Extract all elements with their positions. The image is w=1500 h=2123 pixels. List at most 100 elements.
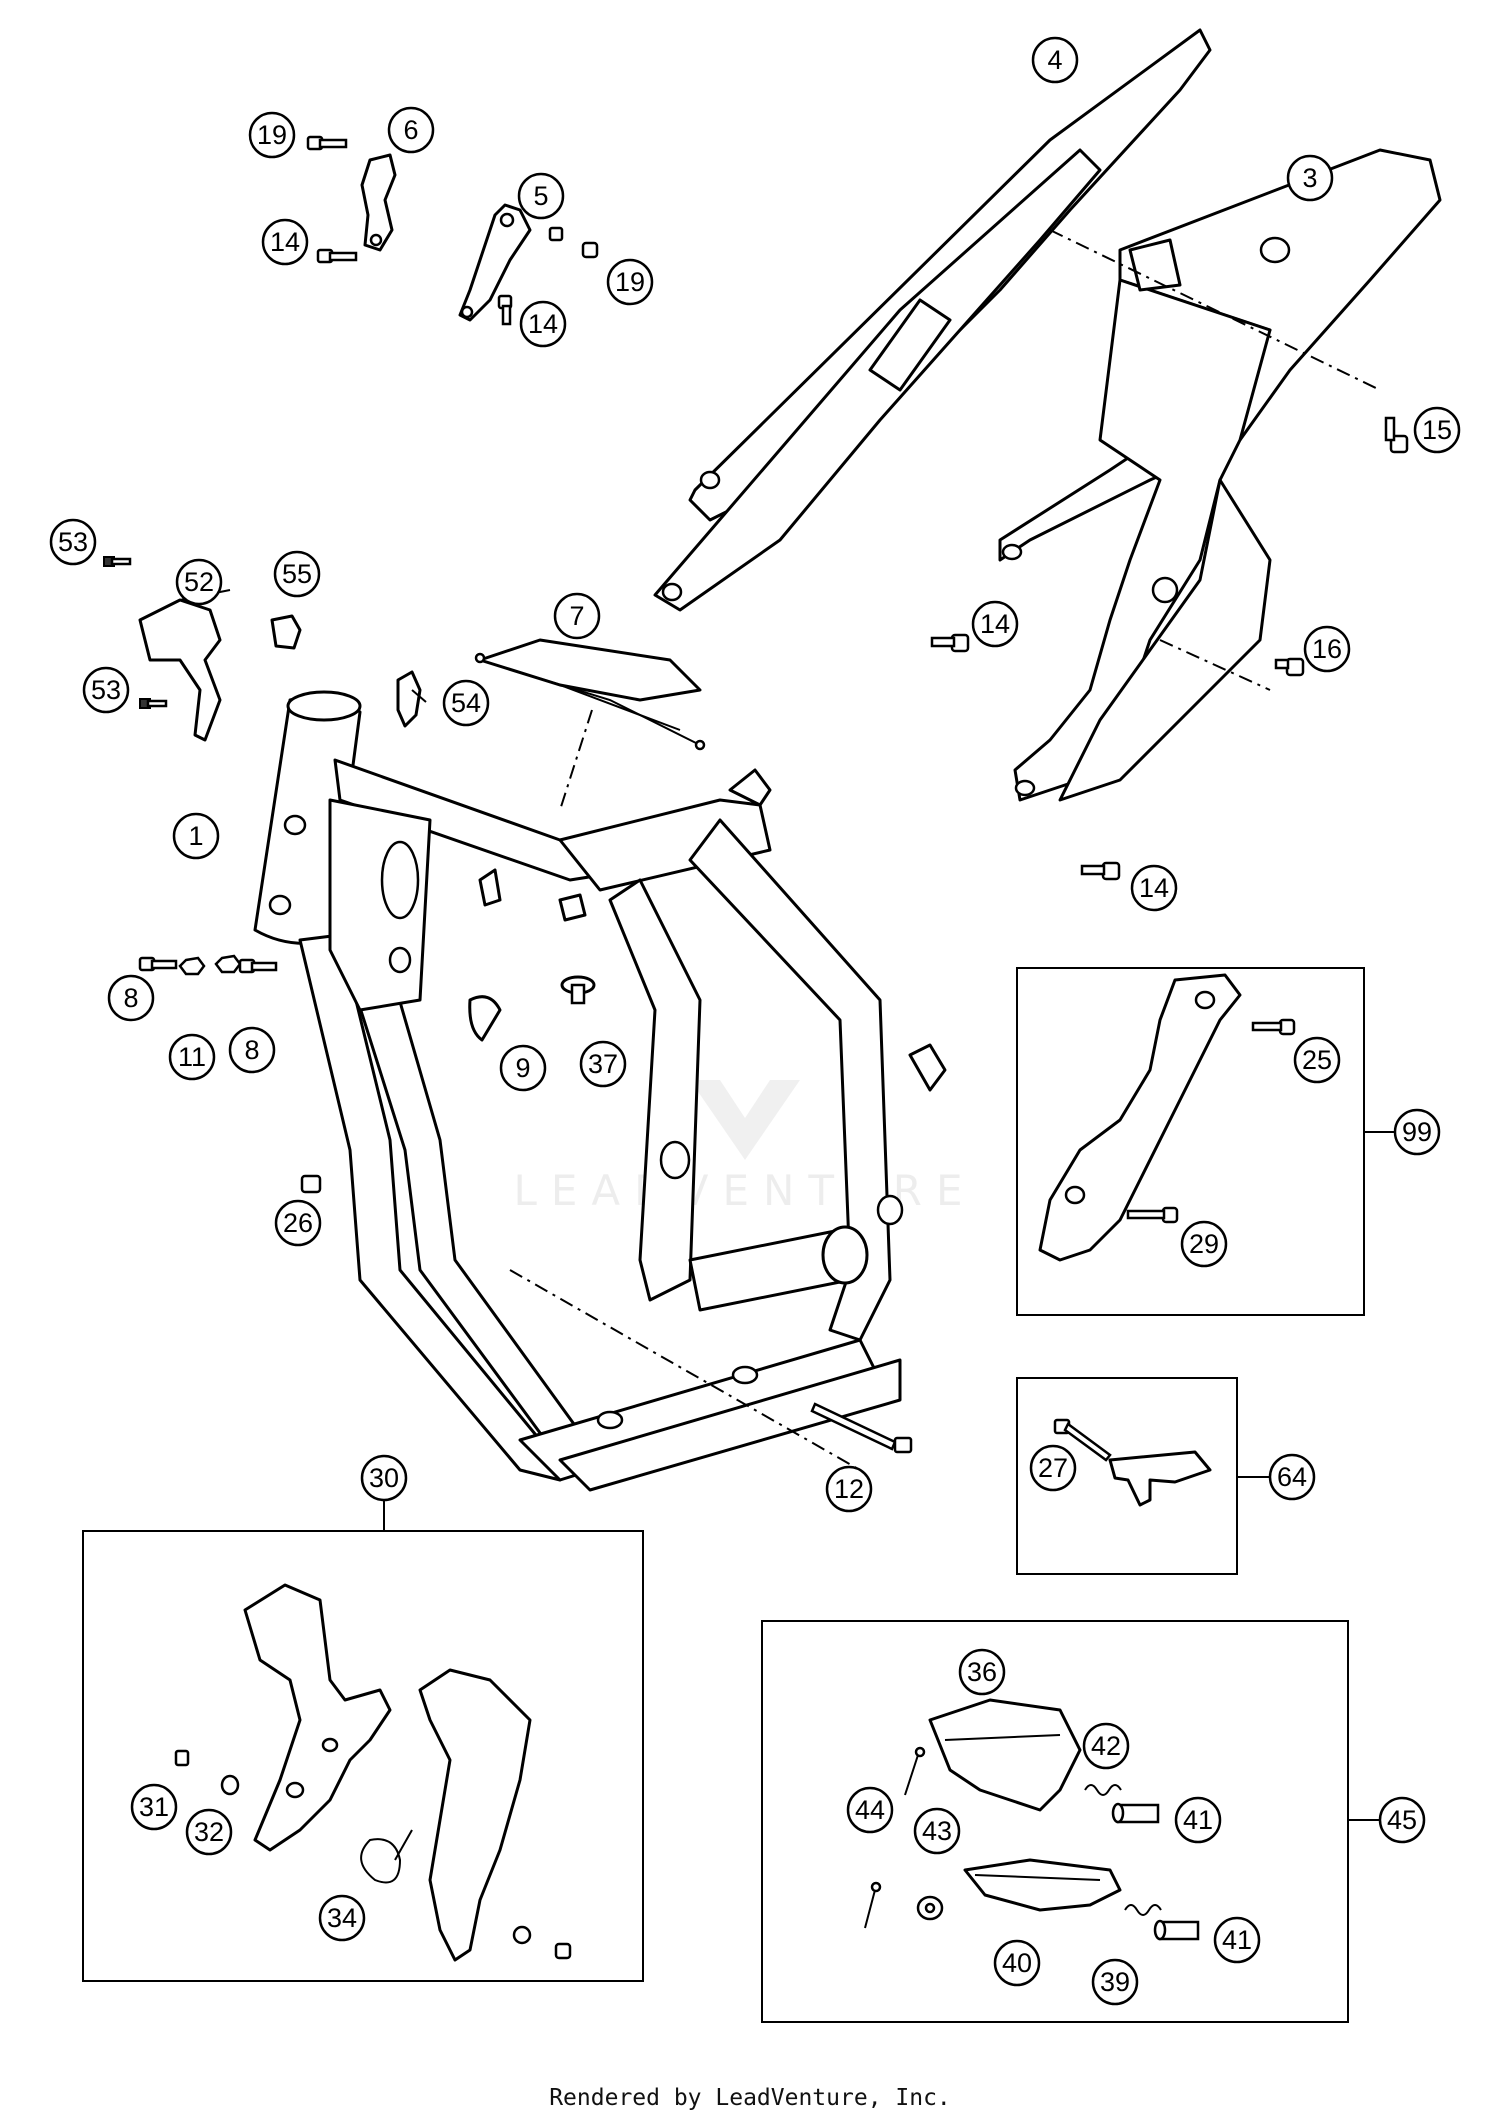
subframe-lower-line [1159, 639, 1271, 691]
svg-text:42: 42 [1091, 1731, 1121, 1761]
svg-text:6: 6 [403, 115, 418, 145]
callout-64: 64 [1268, 1453, 1316, 1501]
callout-53a: 53 [49, 518, 97, 566]
callout-41a: 41 [1174, 1796, 1222, 1844]
svg-text:7: 7 [569, 601, 584, 631]
svg-text:64: 64 [1277, 1462, 1307, 1492]
guard-hardware [174, 1749, 572, 1960]
callout-5: 5 [517, 172, 565, 220]
callout-14c: 14 [971, 600, 1019, 648]
callout-3: 3 [1286, 154, 1334, 202]
footpeg-box [761, 1620, 1349, 2023]
svg-text:3: 3 [1302, 163, 1317, 193]
svg-text:12: 12 [834, 1474, 864, 1504]
frame-guard-left [243, 1583, 392, 1852]
frame-guard-box [82, 1530, 644, 1982]
bracket-52 [138, 589, 231, 742]
mount-axis-line [509, 1269, 861, 1471]
svg-text:1: 1 [188, 821, 203, 851]
svg-text:15: 15 [1422, 415, 1452, 445]
svg-text:14: 14 [528, 309, 558, 339]
svg-text:5: 5 [533, 181, 548, 211]
svg-text:29: 29 [1189, 1229, 1219, 1259]
footpeg-lower [963, 1858, 1122, 1912]
callout-40: 40 [993, 1939, 1041, 1987]
seat-bracket-line [559, 709, 593, 811]
hook-part [1053, 1418, 1212, 1507]
callout-37: 37 [579, 1040, 627, 1088]
svg-text:41: 41 [1183, 1805, 1213, 1835]
svg-text:52: 52 [184, 567, 214, 597]
svg-text:40: 40 [1002, 1948, 1032, 1978]
frame-guard-right [418, 1668, 532, 1962]
seat-plate-7 [474, 638, 706, 751]
callout-42: 42 [1082, 1722, 1130, 1770]
callout-16: 16 [1303, 625, 1351, 673]
svg-text:30: 30 [369, 1463, 399, 1493]
bracket-6 [360, 153, 397, 252]
callout-15: 15 [1413, 406, 1461, 454]
subframe-axis-line [1049, 229, 1381, 391]
watermark-text: LEADVENTURE [513, 1166, 976, 1215]
callout-26: 26 [274, 1199, 322, 1247]
watermark: LEADVENTURE [513, 1080, 976, 1215]
callout-29: 29 [1180, 1220, 1228, 1268]
svg-text:54: 54 [451, 688, 481, 718]
chain-guide-box [1016, 967, 1365, 1316]
svg-text:8: 8 [123, 983, 138, 1013]
svg-text:53: 53 [91, 675, 121, 705]
callout-4: 4 [1031, 36, 1079, 84]
bolt-set-8-11 [138, 954, 278, 976]
subframe [653, 28, 1442, 802]
svg-text:37: 37 [588, 1049, 618, 1079]
svg-text:8: 8 [244, 1035, 259, 1065]
callout-19b: 19 [606, 258, 654, 306]
main-frame [253, 690, 947, 1492]
svg-text:53: 53 [58, 527, 88, 557]
callout-32: 32 [185, 1808, 233, 1856]
footpeg-hardware [864, 1746, 1200, 1941]
callout-14d: 14 [1130, 864, 1178, 912]
svg-text:11: 11 [178, 1042, 206, 1072]
svg-text:34: 34 [327, 1903, 357, 1933]
callout-41b: 41 [1213, 1916, 1261, 1964]
footer-credit: Rendered by LeadVenture, Inc. [549, 2085, 951, 2111]
callout-14b: 14 [519, 300, 567, 348]
clip-54 [396, 670, 427, 728]
svg-text:26: 26 [283, 1208, 313, 1238]
bolt-53 [103, 556, 168, 709]
svg-text:27: 27 [1038, 1453, 1068, 1483]
callout-14a: 14 [261, 218, 309, 266]
svg-text:31: 31 [139, 1792, 169, 1822]
callout-7: 7 [553, 592, 601, 640]
nut-26 [300, 1174, 322, 1194]
callout-39: 39 [1091, 1958, 1139, 2006]
svg-text:45: 45 [1387, 1805, 1417, 1835]
callout-8b: 8 [228, 1026, 276, 1074]
bracket-5 [458, 203, 532, 322]
chain-guide [1038, 973, 1296, 1262]
callout-27: 27 [1029, 1444, 1077, 1492]
svg-text:36: 36 [967, 1657, 997, 1687]
clip-55 [270, 614, 302, 650]
callout-6: 6 [387, 106, 435, 154]
callout-19a: 19 [248, 111, 296, 159]
callout-54: 54 [442, 679, 490, 727]
svg-text:14: 14 [980, 609, 1010, 639]
svg-text:9: 9 [515, 1053, 530, 1083]
svg-text:25: 25 [1302, 1045, 1332, 1075]
callout-43: 43 [913, 1807, 961, 1855]
callout-55: 55 [273, 550, 321, 598]
callout-9: 9 [499, 1044, 547, 1092]
svg-text:14: 14 [1139, 873, 1169, 903]
svg-text:19: 19 [257, 120, 287, 150]
bracket-bolts [306, 135, 599, 326]
callout-8a: 8 [107, 974, 155, 1022]
callout-30: 30 [360, 1454, 408, 1502]
callout-31: 31 [130, 1783, 178, 1831]
svg-text:99: 99 [1402, 1117, 1432, 1147]
svg-text:14: 14 [270, 227, 300, 257]
callout-11: 11 [168, 1033, 216, 1081]
callout-36: 36 [958, 1648, 1006, 1696]
svg-text:39: 39 [1100, 1967, 1130, 1997]
